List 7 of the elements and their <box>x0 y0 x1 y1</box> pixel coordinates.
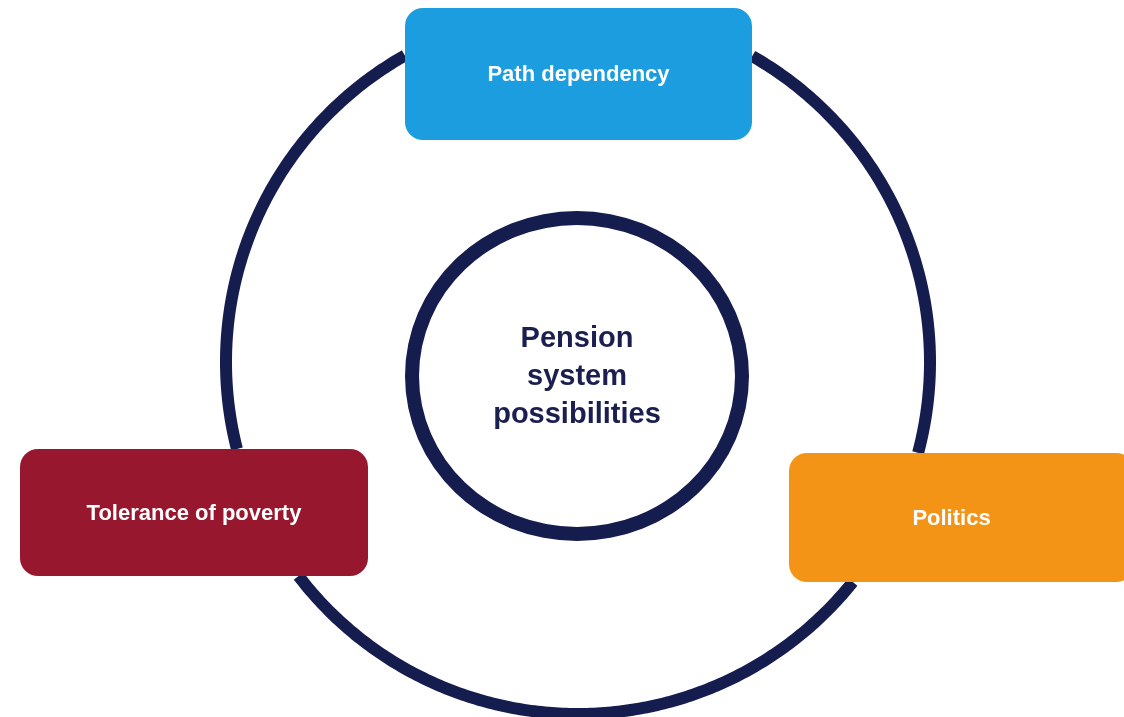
factor-box <box>20 449 368 576</box>
factor-label: Politics <box>912 504 991 531</box>
factor-box <box>789 453 1124 582</box>
factor-box <box>405 8 752 140</box>
factor-label: Path dependency <box>487 61 670 87</box>
center-label: Pension system possibilities <box>492 320 662 431</box>
factor-label: Tolerance of poverty <box>86 499 302 526</box>
